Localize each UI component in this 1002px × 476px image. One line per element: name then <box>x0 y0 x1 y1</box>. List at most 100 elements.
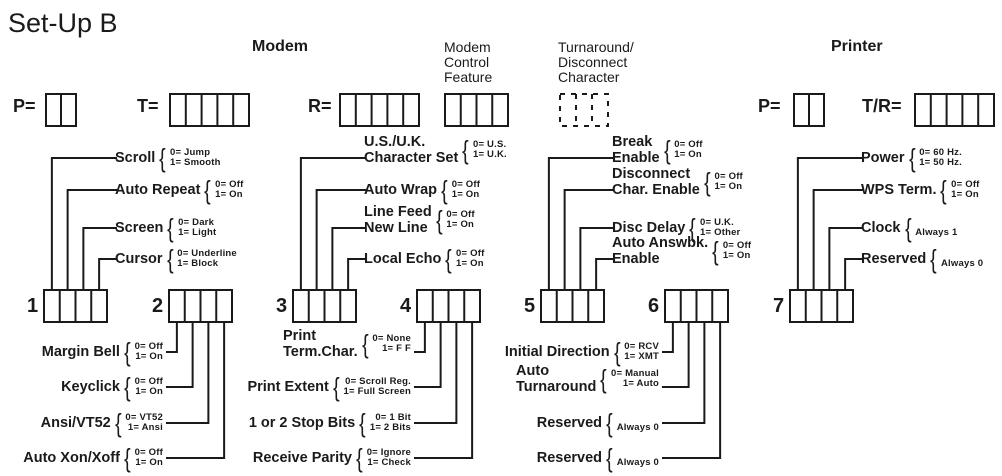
feature-option: 0= U.K. <box>700 217 734 228</box>
feature-option: 0= Off <box>134 447 163 458</box>
printer-p-label: P= <box>758 96 781 116</box>
feature-name-line: Initial Direction <box>504 344 610 360</box>
feature-option: 1= On <box>446 219 475 230</box>
feature-option: 0= Off <box>446 209 475 220</box>
feature-options: Always 0 <box>617 448 659 468</box>
feature-name-line: Auto Xon/Xoff <box>23 450 120 466</box>
feature-name: Initial Direction <box>505 344 610 360</box>
feature-name-line: U.S./U.K. <box>364 134 426 150</box>
feature-option: 1= Auto <box>622 378 659 389</box>
feature-name-line: Enable <box>612 251 660 267</box>
connector-line <box>315 189 366 290</box>
feature-option: Always 0 <box>940 258 984 269</box>
brace-icon: { <box>124 372 131 402</box>
brace-icon: { <box>124 443 131 473</box>
connector-line <box>166 322 178 353</box>
feature-name-line: Character Set <box>364 150 459 166</box>
feature-option: 1= On <box>722 250 751 261</box>
register-frame <box>559 93 609 127</box>
feature-name-line: Term.Char. <box>283 344 358 360</box>
feature-options: Always 0 <box>941 249 983 269</box>
register-modem-control <box>444 93 509 127</box>
feature-name-line: Clock <box>861 220 901 236</box>
feature-option: Always 1 <box>915 227 958 238</box>
feature-name-line: Margin Bell <box>41 344 120 360</box>
feature-option: 1= Ansi <box>127 422 163 433</box>
connector-line <box>50 157 117 290</box>
feature-option: 0= Underline <box>177 248 237 259</box>
feature-6-4: Reserved{Always 0 <box>537 445 659 471</box>
feature-option: 1= On <box>215 189 243 200</box>
feature-option: 1= Block <box>177 258 219 269</box>
feature-option: 1= 2 Bits <box>369 422 411 433</box>
feature-option: Always 0 <box>616 457 659 468</box>
feature-name: Screen <box>115 220 163 236</box>
feature-name-line: Power <box>861 150 905 166</box>
modem-r-label: R= <box>308 96 332 116</box>
feature-option: 0= Off <box>951 179 980 190</box>
feature-option: 0= Off <box>134 341 163 352</box>
connector-line <box>662 322 722 459</box>
connector-line <box>662 322 706 424</box>
connector-line <box>563 189 614 290</box>
brace-icon: { <box>663 135 671 165</box>
feature-6-3: Reserved{Always 0 <box>537 410 659 436</box>
feature-option: 0= Off <box>674 139 703 150</box>
feature-option: 0= VT52 <box>125 412 163 423</box>
section-printer: Printer <box>831 38 883 55</box>
feature-name-line: Enable <box>612 150 660 166</box>
switch-group-3-number: 3 <box>276 295 288 317</box>
connector-line <box>414 322 458 424</box>
feature-options: 0= Scroll Reg.1= Full Screen <box>344 377 411 397</box>
modem-control-line-2: Control <box>444 54 490 70</box>
register-frame <box>169 93 250 127</box>
connector-line <box>414 322 442 388</box>
feature-name: Scroll <box>115 150 155 166</box>
feature-name: Auto Wrap <box>364 182 437 198</box>
feature-name: Margin Bell <box>42 344 120 360</box>
feature-name-line: Line Feed <box>364 204 432 220</box>
register-modem-p <box>45 93 77 127</box>
connector-line <box>299 157 366 290</box>
feature-name: Auto Xon/Xoff <box>23 450 120 466</box>
feature-name: Auto Repeat <box>115 182 200 198</box>
brace-icon: { <box>703 167 711 197</box>
switch-group-7-number: 7 <box>773 295 785 317</box>
connector-line <box>414 322 426 353</box>
feature-option: 0= 1 Bit <box>375 412 411 423</box>
register-frame <box>914 93 995 127</box>
feature-option: 1= On <box>714 181 743 192</box>
brace-icon: { <box>361 329 369 359</box>
feature-name-line: WPS Term. <box>861 182 937 198</box>
feature-option: 0= Manual <box>611 368 659 379</box>
feature-option: 1= Full Screen <box>343 386 411 397</box>
feature-name-line: New Line <box>364 220 428 236</box>
feature-name-line: Screen <box>115 220 164 236</box>
connector-line <box>347 258 366 290</box>
feature-option: 1= On <box>951 189 979 200</box>
brace-icon: { <box>462 135 469 165</box>
